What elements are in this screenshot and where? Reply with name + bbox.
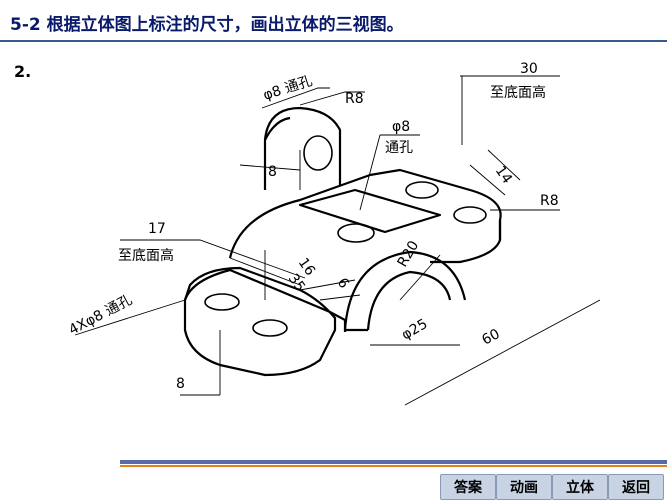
lug-hole — [303, 135, 333, 171]
label-through-hole: 通孔 — [385, 140, 413, 156]
isometric-drawing: φ8 通孔 R8 8 φ8 通孔 30 至底面高 14 R8 17 至底面高 1… — [66, 61, 601, 406]
label-30: 30 — [520, 61, 538, 77]
answer-button[interactable]: 答案 — [440, 474, 496, 500]
label-6: 6 — [334, 275, 352, 292]
hole-left-1 — [204, 293, 240, 311]
hole-top-middle — [337, 223, 375, 243]
label-4x-phi8: 4Xφ8 通孔 — [66, 292, 135, 339]
label-14: 14 — [492, 163, 515, 187]
label-60: 60 — [479, 326, 502, 348]
lug-outline — [263, 106, 342, 190]
label-phi25: φ25 — [399, 316, 430, 343]
lug-side — [264, 116, 291, 141]
label-r8-top: R8 — [345, 91, 364, 107]
label-8-left: 8 — [268, 164, 277, 180]
hole-right-2 — [453, 206, 487, 224]
base-left-front — [183, 266, 337, 377]
problem-number: 2. — [14, 62, 32, 81]
hole-left-2 — [252, 319, 288, 337]
animation-button[interactable]: 动画 — [496, 474, 552, 500]
base-left-top-edge — [183, 268, 331, 314]
footer-rule-accent — [120, 465, 667, 467]
middle-top-left — [298, 188, 442, 234]
label-r20: R20 — [395, 238, 423, 270]
arch-inner — [366, 270, 452, 331]
label-r8-right: R8 — [540, 193, 559, 209]
body-left-outer — [228, 173, 371, 259]
label-8-bottom: 8 — [176, 376, 185, 392]
arch-outer — [343, 250, 467, 331]
label-to-bottom-right: 至底面高 — [490, 84, 546, 101]
label-to-bottom-left: 至底面高 — [118, 247, 174, 264]
solid-button[interactable]: 立体 — [552, 474, 608, 500]
footer-rule — [120, 460, 667, 464]
back-button[interactable]: 返回 — [608, 474, 664, 500]
title-divider — [0, 40, 667, 42]
hole-right-1 — [405, 181, 439, 199]
label-17: 17 — [148, 221, 166, 237]
page-title: 5-2 根据立体图上标注的尺寸，画出立体的三视图。 — [10, 15, 404, 35]
label-phi8: φ8 — [392, 119, 410, 135]
